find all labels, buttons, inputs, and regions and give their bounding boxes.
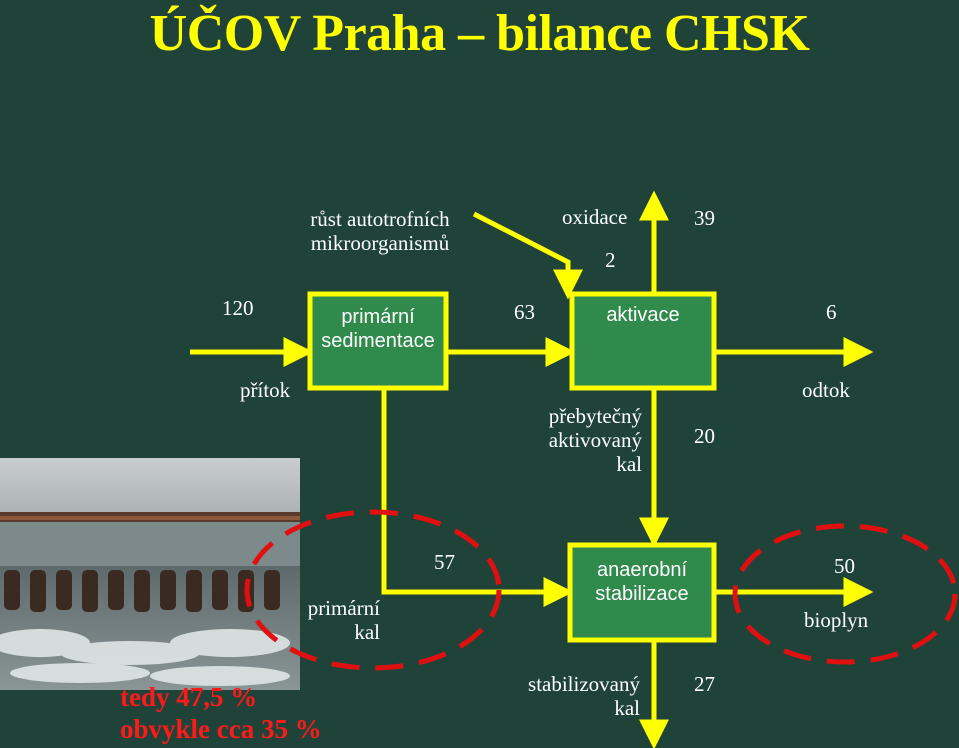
excess-sludge-label: přebytečný aktivovaný kal (500, 404, 642, 476)
inflow-label: přítok (240, 378, 291, 402)
to-activation-value: 63 (514, 300, 535, 324)
biogas-value: 50 (834, 554, 855, 578)
activation-box (569, 291, 717, 391)
anaerobic-stabilization-line2: stabilizace (595, 583, 689, 605)
primary-sedimentation-line1: primární (341, 306, 415, 328)
oxidation-label: oxidace (562, 205, 628, 229)
anaerobic-stabilization-line1: anaerobní (596, 559, 688, 581)
autotroph-value: 2 (605, 248, 616, 272)
stabilized-sludge-label: stabilizovaný kal (480, 672, 640, 720)
outflow-label: odtok (802, 378, 850, 402)
stabilized-sludge-line1: stabilizovaný (528, 672, 640, 696)
anaerobic-stabilization-label: anaerobní stabilizace (570, 558, 714, 606)
outflow-value: 6 (826, 300, 837, 324)
biogas-highlight-circle (732, 523, 958, 665)
primary-sludge-highlight-circle (244, 509, 502, 671)
excess-sludge-line3: kal (616, 452, 642, 476)
primary-sludge-label: primární kal (270, 596, 380, 644)
stabilized-sludge-line2: kal (614, 696, 640, 720)
activation-label: aktivace (606, 304, 680, 326)
stabilized-sludge-value: 27 (694, 672, 715, 696)
anaerobic-stabilization-box (567, 542, 717, 643)
autotroph-growth-line1: růst autotrofních (310, 207, 450, 231)
oxidation-value: 39 (694, 206, 715, 230)
primary-sedimentation-label: primární sedimentace (310, 305, 446, 353)
primary-sludge-arrow (381, 388, 574, 607)
primary-sludge-line2: kal (354, 620, 380, 644)
page-title: ÚČOV Praha – bilance CHSK (149, 5, 810, 62)
primary-sludge-line1: primární (307, 596, 380, 620)
autotroph-growth-line2: mikroorganismů (310, 231, 450, 255)
note-line2: obvykle cca 35 % (120, 714, 322, 744)
primary-sedimentation-box (307, 291, 449, 391)
note-line1: tedy 47,5 % (120, 682, 258, 712)
primary-sludge-value: 57 (434, 550, 455, 574)
sedimentation-tank-photo (0, 458, 300, 690)
primary-sedimentation-line2: sedimentace (321, 330, 435, 352)
excess-sludge-line2: aktivovaný (548, 428, 642, 452)
excess-sludge-value: 20 (694, 424, 715, 448)
biogas-label: bioplyn (804, 608, 869, 632)
autotroph-growth-arrow (472, 211, 583, 300)
excess-sludge-line1: přebytečný (548, 404, 642, 428)
inflow-value: 120 (222, 296, 254, 320)
autotroph-growth-label: růst autotrofních mikroorganismů (280, 207, 480, 255)
